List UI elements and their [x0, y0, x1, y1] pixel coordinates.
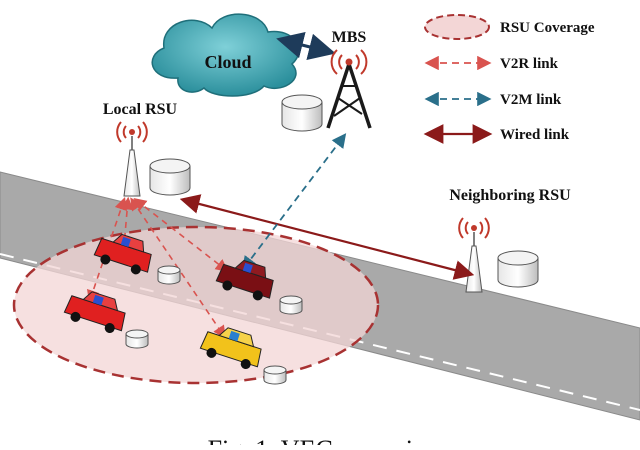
legend-item-wired: Wired link — [423, 124, 570, 144]
vehicle-server-icon — [157, 265, 181, 285]
legend: RSU Coverage V2R link V2M link Wired lin… — [423, 14, 595, 144]
legend-label: RSU Coverage — [500, 20, 595, 36]
vehicle-server-icon — [279, 295, 303, 315]
mbs-server-icon — [281, 94, 323, 132]
vehicle-dark-red — [215, 259, 274, 301]
mbs-label: MBS — [332, 29, 367, 46]
legend-label: V2R link — [500, 56, 559, 72]
legend-item-v2m: V2M link — [424, 91, 562, 108]
neighboring-rsu-server-icon — [497, 250, 539, 288]
local-rsu-label: Local RSU — [103, 101, 178, 118]
legend-label: Wired link — [500, 127, 570, 143]
vehicle-server-icon — [125, 329, 149, 349]
vehicle-server-icon — [263, 365, 287, 385]
figure-caption: Fig. 1. VEC scenario. — [208, 435, 433, 445]
local-rsu-server-icon — [149, 158, 191, 196]
neighboring-rsu-tower-icon — [458, 217, 490, 293]
legend-item-coverage: RSU Coverage — [424, 14, 595, 40]
cloud-icon: Cloud — [151, 13, 300, 97]
v2m-link — [241, 133, 347, 271]
legend-coverage-swatch — [424, 14, 490, 40]
legend-label: V2M link — [500, 92, 562, 108]
neighboring-rsu-label: Neighboring RSU — [449, 187, 571, 204]
vehicle-red-1 — [93, 233, 152, 275]
v2r-link — [87, 196, 127, 304]
local-rsu-tower-icon — [116, 121, 148, 197]
vehicle-yellow-taxi — [199, 327, 262, 370]
cloud-label: Cloud — [204, 52, 251, 72]
vehicle-red-2 — [63, 291, 126, 334]
legend-item-v2r: V2R link — [424, 55, 559, 72]
cloud-mbs-link — [276, 31, 336, 61]
mbs-tower-icon — [326, 49, 372, 129]
